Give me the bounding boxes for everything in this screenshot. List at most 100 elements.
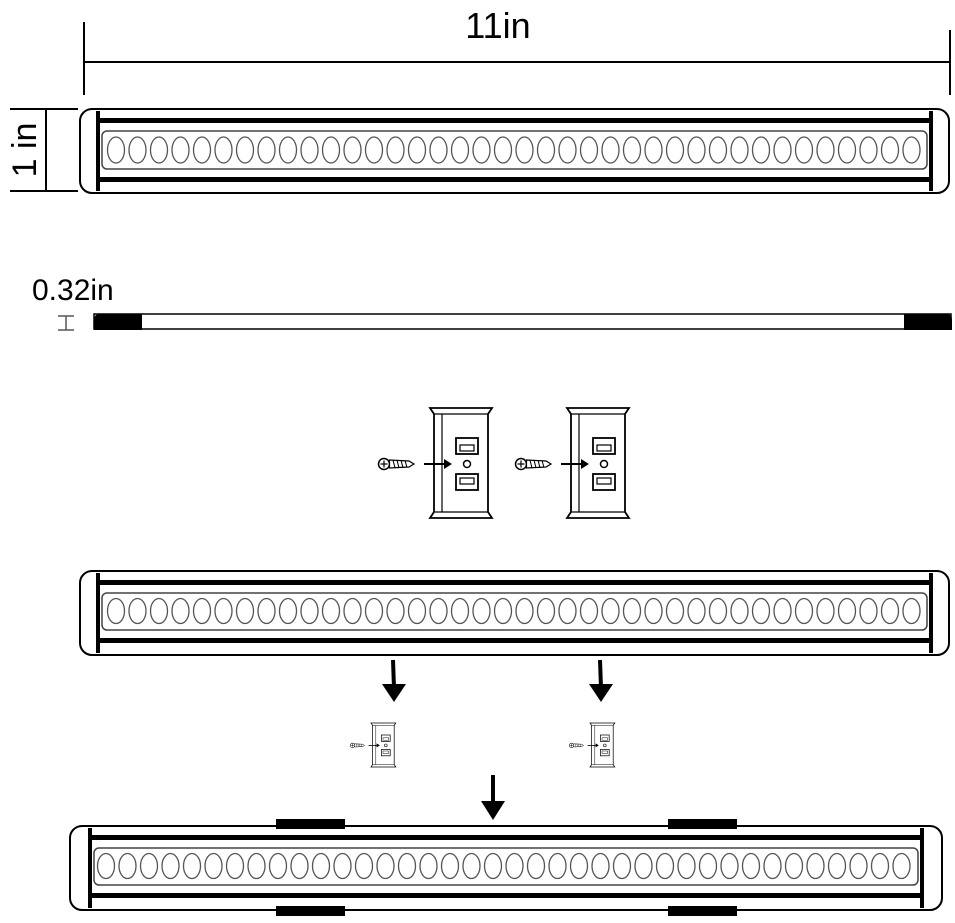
- width-dimension: 1 in: [6, 108, 78, 192]
- led-oval: [644, 136, 663, 164]
- led-oval: [257, 597, 276, 625]
- led-oval: [493, 597, 513, 625]
- led-oval: [333, 852, 352, 880]
- led-oval: [730, 136, 749, 164]
- led-oval: [257, 136, 276, 164]
- led-row: [96, 852, 911, 880]
- led-oval: [204, 852, 223, 880]
- led-oval: [450, 136, 470, 164]
- led-oval: [622, 136, 642, 164]
- led-oval: [515, 136, 534, 164]
- led-oval: [364, 597, 384, 625]
- led-oval: [397, 852, 417, 880]
- bar-rail-bottom: [90, 893, 922, 898]
- led-oval: [601, 597, 620, 625]
- led-oval: [311, 852, 331, 880]
- led-oval: [268, 852, 288, 880]
- led-oval: [300, 597, 319, 625]
- led-oval: [827, 852, 847, 880]
- led-oval: [419, 852, 438, 880]
- bar-rail-top: [98, 118, 931, 123]
- led-oval: [472, 597, 491, 625]
- led-oval: [773, 136, 792, 164]
- led-oval: [784, 852, 804, 880]
- led-oval: [515, 597, 534, 625]
- led-oval: [837, 136, 857, 164]
- clip-tab-top-left: [276, 819, 345, 829]
- width-label: 1 in: [6, 123, 44, 178]
- led-oval: [429, 136, 448, 164]
- led-oval: [483, 852, 503, 880]
- led-oval: [751, 136, 771, 164]
- led-oval: [354, 852, 374, 880]
- led-oval: [364, 136, 384, 164]
- led-oval: [591, 852, 610, 880]
- thickness-label: 0.32in: [32, 274, 114, 307]
- light-bar-mounted: [69, 819, 943, 916]
- clip-tab-top-right: [668, 819, 737, 829]
- led-oval: [880, 136, 900, 164]
- led-oval: [612, 852, 632, 880]
- led-oval: [708, 136, 728, 164]
- led-oval: [569, 852, 589, 880]
- led-oval: [622, 597, 642, 625]
- led-oval: [763, 852, 782, 880]
- led-oval: [128, 597, 147, 625]
- led-oval: [859, 136, 878, 164]
- led-oval: [343, 136, 362, 164]
- led-oval: [343, 597, 362, 625]
- led-oval: [321, 597, 341, 625]
- led-oval: [407, 136, 427, 164]
- led-oval: [161, 852, 180, 880]
- led-oval: [536, 597, 556, 625]
- led-oval: [773, 597, 792, 625]
- led-oval: [677, 852, 696, 880]
- bar-rail-bottom: [98, 177, 931, 182]
- led-oval: [300, 136, 319, 164]
- led-oval: [558, 597, 577, 625]
- led-oval: [859, 597, 878, 625]
- led-oval: [794, 136, 814, 164]
- led-oval: [548, 852, 567, 880]
- led-oval: [472, 136, 491, 164]
- led-oval: [118, 852, 137, 880]
- led-oval: [558, 136, 577, 164]
- clip-tab-bottom-right: [668, 906, 737, 916]
- led-oval: [730, 597, 749, 625]
- mounted-clip-small-2: [569, 723, 614, 767]
- led-oval: [321, 136, 341, 164]
- led-oval: [192, 136, 212, 164]
- led-oval: [902, 597, 921, 625]
- led-oval: [171, 597, 190, 625]
- led-oval: [450, 597, 470, 625]
- led-oval: [665, 597, 685, 625]
- led-oval: [794, 597, 814, 625]
- led-oval: [816, 136, 835, 164]
- bar-rail-bottom: [98, 638, 931, 643]
- led-oval: [235, 136, 255, 164]
- led-oval: [214, 136, 233, 164]
- led-oval: [644, 597, 663, 625]
- led-oval: [278, 136, 298, 164]
- light-bar-before-mounting: [79, 570, 950, 656]
- led-oval: [892, 852, 911, 880]
- led-oval: [407, 597, 427, 625]
- down-arrow-left: [382, 659, 406, 702]
- led-oval: [806, 852, 825, 880]
- led-oval: [655, 852, 675, 880]
- led-oval: [182, 852, 202, 880]
- bar-rail-top: [90, 835, 922, 840]
- led-oval: [128, 136, 147, 164]
- led-oval: [665, 136, 685, 164]
- led-oval: [214, 597, 233, 625]
- mounting-clip-1: [379, 408, 493, 518]
- led-oval: [493, 136, 513, 164]
- led-oval: [849, 852, 868, 880]
- led-oval: [741, 852, 761, 880]
- led-oval: [837, 597, 857, 625]
- length-dimension: 11in: [83, 5, 951, 95]
- led-oval: [816, 597, 835, 625]
- led-oval: [880, 597, 900, 625]
- led-oval: [462, 852, 481, 880]
